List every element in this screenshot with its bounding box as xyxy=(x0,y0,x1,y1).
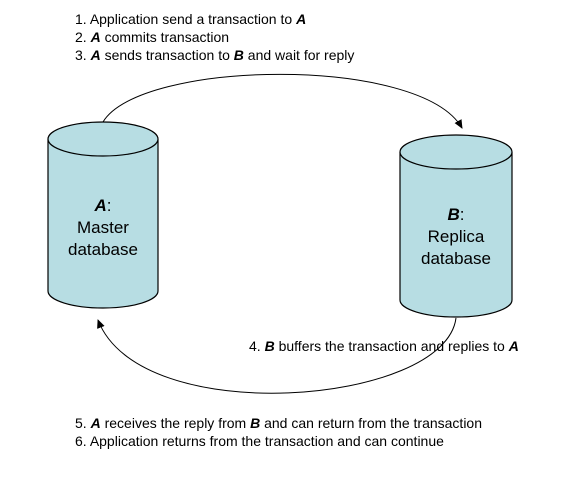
master-database-line2: database xyxy=(68,240,138,259)
step-5: 5. A receives the reply from B and can r… xyxy=(75,415,483,431)
step-6: 6. Application returns from the transact… xyxy=(75,433,444,449)
steps-bottom-list: 5. A receives the reply from B and can r… xyxy=(75,414,482,450)
replica-database-label: B: Replica database xyxy=(400,204,512,270)
entity-a: A xyxy=(90,47,101,63)
master-database-label: A: Master database xyxy=(48,195,158,261)
step-2: 2. A commits transaction xyxy=(75,29,230,45)
replica-database-line2: database xyxy=(421,249,491,268)
replica-database-line1: Replica xyxy=(427,227,485,246)
entity-a: A xyxy=(90,29,101,45)
steps-top-list: 1. Application send a transaction to A 2… xyxy=(75,10,354,64)
entity-b: B xyxy=(233,47,244,63)
step-4: 4. B buffers the transaction and replies… xyxy=(249,338,519,354)
step-1: 1. Application send a transaction to A xyxy=(75,11,307,27)
entity-a: A xyxy=(508,338,519,354)
step-3: 3. A sends transaction to B and wait for… xyxy=(75,47,355,63)
entity-a: A xyxy=(90,415,101,431)
master-database-title: A: xyxy=(94,196,112,215)
replica-database-cylinder xyxy=(399,134,513,318)
send-transaction-arrow xyxy=(102,73,463,129)
master-database-line1: Master xyxy=(77,218,129,237)
entity-a: A xyxy=(296,11,307,27)
reply-arrow xyxy=(97,317,457,394)
entity-b: B xyxy=(250,415,261,431)
entity-b: B xyxy=(264,338,275,354)
replica-database-title: B: xyxy=(447,205,465,224)
